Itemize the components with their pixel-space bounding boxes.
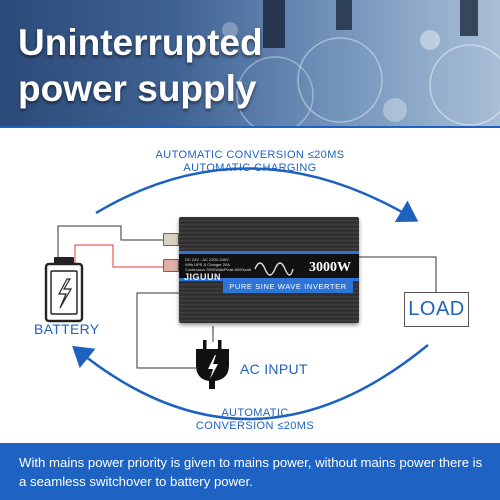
- sine-wave-icon: [254, 262, 294, 276]
- inverter-spec-text: DC 24V - AC 220V-240V With UPS & Charger…: [185, 257, 251, 272]
- hero-title-line1: Uninterrupted: [18, 22, 263, 63]
- top-arc-arrow: [95, 167, 419, 223]
- hero-title-line2: power supply: [18, 68, 257, 109]
- ac-input-wire-left: [136, 292, 196, 369]
- load-wire: [359, 256, 437, 292]
- inverter-label-band: DC 24V - AC 220V-240V With UPS & Charger…: [179, 251, 359, 282]
- ups-diagram: AUTOMATIC CONVERSION ≤20MS AUTOMATIC CHA…: [0, 131, 500, 443]
- battery-icon: [44, 257, 84, 323]
- load-box: LOAD: [404, 292, 469, 327]
- inverter-spec-line3: Continuous 3000Watt/Peak 6000watt: [185, 267, 251, 272]
- inverter-spec-line1: DC 24V - AC 220V-240V: [185, 257, 229, 262]
- bottom-label-line2: CONVERSION ≤20MS: [195, 420, 315, 432]
- inverter-terminal-positive: [163, 259, 179, 272]
- bottom-arc-arrow: [72, 344, 429, 421]
- hero-divider: [0, 126, 500, 128]
- battery-wire-black: [57, 225, 164, 264]
- hero-banner: Uninterrupted power supply: [0, 0, 500, 128]
- inverter-terminal-negative: [163, 233, 179, 246]
- battery-wire-red: [74, 244, 164, 268]
- bottom-label-line1: AUTOMATIC: [221, 407, 289, 419]
- top-label-line1: AUTOMATIC CONVERSION ≤20MS: [155, 149, 345, 161]
- hero-title: Uninterrupted power supply: [18, 20, 263, 112]
- hero-bulbs-background: [222, 0, 500, 128]
- ac-input-label: AC INPUT: [240, 361, 308, 377]
- diagram-lines: [44, 167, 437, 421]
- top-label-line2: AUTOMATIC CHARGING: [183, 162, 317, 174]
- inverter-unit: DC 24V - AC 220V-240V With UPS & Charger…: [179, 217, 359, 323]
- load-label: LOAD: [408, 298, 465, 320]
- description-banner: With mains power priority is given to ma…: [0, 443, 500, 500]
- battery-label: BATTERY: [34, 321, 100, 337]
- description-text: With mains power priority is given to ma…: [19, 455, 483, 489]
- inverter-brand: JIGUUN: [184, 272, 222, 282]
- plug-icon: [196, 340, 229, 389]
- bottom-conversion-label: AUTOMATIC CONVERSION ≤20MS: [180, 407, 330, 433]
- inverter-spec-line2: With UPS & Charger 20A: [185, 262, 230, 267]
- top-conversion-label: AUTOMATIC CONVERSION ≤20MS AUTOMATIC CHA…: [150, 149, 350, 175]
- inverter-type-label: PURE SINE WAVE INVERTER: [223, 281, 353, 293]
- inverter-power-rating: 3000W: [309, 260, 351, 275]
